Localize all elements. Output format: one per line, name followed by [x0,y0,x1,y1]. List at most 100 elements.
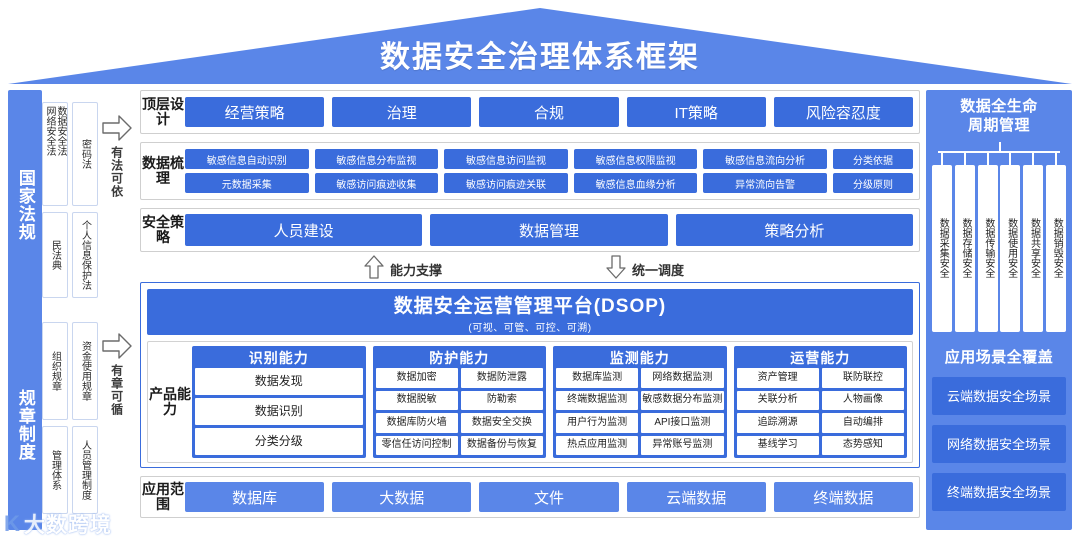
capability-item-secure-data-exchange[interactable]: 数据安全交换 [460,413,543,433]
capability-item-endpoint-data-monitoring[interactable]: 终端数据监测 [556,390,639,410]
capability-group-title: 识别能力 [248,350,309,366]
chip-sensitive-flow-analysis[interactable]: 敏感信息流向分析 [703,149,827,169]
row-data-grooming: 数据梳理 敏感信息自动识别 元数据采集 敏感信息分布监视 敏感访问痕迹收集 敏感… [140,142,920,200]
row-label: 应用范围 [142,481,184,512]
chip-policy-analysis[interactable]: 策略分析 [675,214,913,246]
chip-sensitive-access-monitor[interactable]: 敏感信息访问监视 [444,149,568,169]
capability-groups: 识别能力 数据发现 数据识别 分类分级 防护能力 数据加密 数据防泄露 数据脱敏 [192,342,912,462]
tree-drop [1009,152,1012,165]
capability-item-data-identification[interactable]: 数据识别 [195,398,363,425]
capability-item-auto-orchestration[interactable]: 自动编排 [821,413,904,433]
data-column: 分类依据 分级原则 [832,149,913,193]
capability-item-asset-management[interactable]: 资产管理 [736,368,819,388]
chip-sensitive-distribution-monitor[interactable]: 敏感信息分布监视 [314,149,439,169]
chip-it-strategy[interactable]: IT策略 [626,97,766,127]
capability-item-network-data-monitoring[interactable]: 网络数据监测 [641,368,724,388]
chip-compliance[interactable]: 合规 [479,97,619,127]
chip-grading-principle[interactable]: 分级原则 [832,173,913,193]
capability-item-data-masking[interactable]: 数据脱敏 [375,390,458,410]
arrow-up-icon [364,255,384,284]
law-card-line: 个人信息保护法 [79,220,91,290]
capability-item-user-behavior-monitoring[interactable]: 用户行为监测 [556,413,639,433]
chip-files[interactable]: 文件 [479,482,619,512]
lifecycle-item-destruction[interactable]: 数据销毁安全 [1045,164,1066,332]
capability-item-abnormal-account-monitoring[interactable]: 异常账号监测 [641,435,724,455]
lifecycle-tree: 数据采集安全 数据存储安全 数据传输安全 数据使用安全 数据共享安全 [932,141,1066,332]
connector-label: 能力支撑 [390,263,443,278]
right-sidebar: 数据全生命 周期管理 数据采集安全 数据存储安全 数据传输安全 [926,90,1072,530]
chip-business-strategy[interactable]: 经营策略 [185,97,325,127]
capability-item-baseline-learning[interactable]: 基线学习 [736,435,819,455]
row-items: 人员建设 数据管理 策略分析 [185,209,919,251]
lifecycle-title: 数据全生命 周期管理 [932,98,1066,136]
capability-item-data-discovery[interactable]: 数据发现 [195,368,363,395]
lifecycle-item-label: 数据使用安全 [1005,218,1017,278]
chip-sensitive-access-trace-collect[interactable]: 敏感访问痕迹收集 [314,173,439,193]
row-label: 安全策略 [142,214,184,245]
data-column: 敏感信息流向分析 异常流向告警 [703,149,827,193]
capability-item-user-profiling[interactable]: 人物画像 [821,390,904,410]
capability-item-sensitive-distribution-monitoring[interactable]: 敏感数据分布监测 [641,390,724,410]
data-column: 敏感信息自动识别 元数据采集 [185,149,309,193]
capability-item-zero-trust-access[interactable]: 零信任访问控制 [375,435,458,455]
chip-cloud-data[interactable]: 云端数据 [626,482,766,512]
chip-big-data[interactable]: 大数据 [332,482,472,512]
rule-card-personnel-management: 人员管理制度 [72,426,98,514]
lifecycle-title-line1: 数据全生命 [960,98,1038,115]
row-label: 顶层设计 [142,96,184,127]
capability-item-data-encryption[interactable]: 数据加密 [375,368,458,388]
capability-item-classification-grading[interactable]: 分类分级 [195,428,363,455]
scenario-cloud[interactable]: 云端数据安全场景 [932,376,1066,415]
capability-item-trace-source[interactable]: 追踪溯源 [736,413,819,433]
chip-database[interactable]: 数据库 [185,482,325,512]
rule-card-line: 资金使用规章 [79,341,91,401]
scenario-network[interactable]: 网络数据安全场景 [932,424,1066,463]
chip-classification-basis[interactable]: 分类依据 [832,149,913,169]
watermark-text: 大数跨境 [23,514,112,537]
capability-item-situational-awareness[interactable]: 态势感知 [821,435,904,455]
lifecycle-item-collection[interactable]: 数据采集安全 [932,164,952,332]
capability-items: 数据发现 数据识别 分类分级 [195,368,363,455]
capability-group-title: 监测能力 [609,350,670,366]
chip-sensitive-access-trace-link[interactable]: 敏感访问痕迹关联 [444,173,568,193]
tree-bus [938,150,1060,153]
lifecycle-item-storage[interactable]: 数据存储安全 [954,164,975,332]
law-card-line: 民法典 [49,240,61,270]
lifecycle-item-transmission[interactable]: 数据传输安全 [977,164,998,332]
tree-drop [941,152,943,165]
chip-data-management[interactable]: 数据管理 [430,214,668,246]
capability-item-api-monitoring[interactable]: API接口监测 [641,413,724,433]
capability-item-database-monitoring[interactable]: 数据库监测 [556,368,639,388]
capability-item-joint-defense[interactable]: 联防联控 [821,368,904,388]
chip-governance[interactable]: 治理 [332,97,472,127]
chip-abnormal-flow-alert[interactable]: 异常流向告警 [703,173,827,193]
chip-sensitive-lineage-analysis[interactable]: 敏感信息血缘分析 [573,173,698,193]
row-items: 敏感信息自动识别 元数据采集 敏感信息分布监视 敏感访问痕迹收集 敏感信息访问监… [185,143,919,199]
capability-item-hotspot-app-monitoring[interactable]: 热点应用监测 [556,435,639,455]
dsop-panel: 数据安全运营管理平台(DSOP) (可视、可管、可控、可溯) 产品能力 识别能力… [140,282,920,468]
law-card-line: 网络安全法 [44,106,55,156]
scenario-endpoint[interactable]: 终端数据安全场景 [932,472,1066,511]
chip-risk-tolerance[interactable]: 风险容忍度 [773,97,914,127]
capability-section-label: 产品能力 [149,386,191,417]
capability-item-backup-recovery[interactable]: 数据备份与恢复 [460,435,543,455]
lifecycle-column: 数据采集安全 [932,152,952,332]
chip-personnel-building[interactable]: 人员建设 [185,214,423,246]
capability-group-title: 防护能力 [429,350,490,366]
lifecycle-item-sharing[interactable]: 数据共享安全 [1023,164,1044,332]
capability-item-anti-ransomware[interactable]: 防勒索 [460,390,543,410]
capability-item-correlation-analysis[interactable]: 关联分析 [736,390,819,410]
capability-items: 资产管理 联防联控 关联分析 人物画像 追踪溯源 自动编排 基线学习 态势感知 [736,368,904,455]
chip-endpoint-data[interactable]: 终端数据 [773,482,914,512]
chip-sensitive-permission-monitor[interactable]: 敏感信息权限监视 [573,149,698,169]
capability-group-protection: 防护能力 数据加密 数据防泄露 数据脱敏 防勒索 数据库防火墙 数据安全交换 零… [372,346,546,458]
data-column: 敏感信息权限监视 敏感信息血缘分析 [573,149,698,193]
chip-sensitive-auto-identify[interactable]: 敏感信息自动识别 [185,149,309,169]
capability-item-data-leak-prevention[interactable]: 数据防泄露 [460,368,543,388]
logo-icon: K [4,511,20,536]
chip-metadata-collection[interactable]: 元数据采集 [185,173,309,193]
capability-item-database-firewall[interactable]: 数据库防火墙 [375,413,458,433]
lifecycle-item-usage[interactable]: 数据使用安全 [1000,164,1021,332]
arrow-label-rule-basis: 有章可循 [109,364,124,416]
